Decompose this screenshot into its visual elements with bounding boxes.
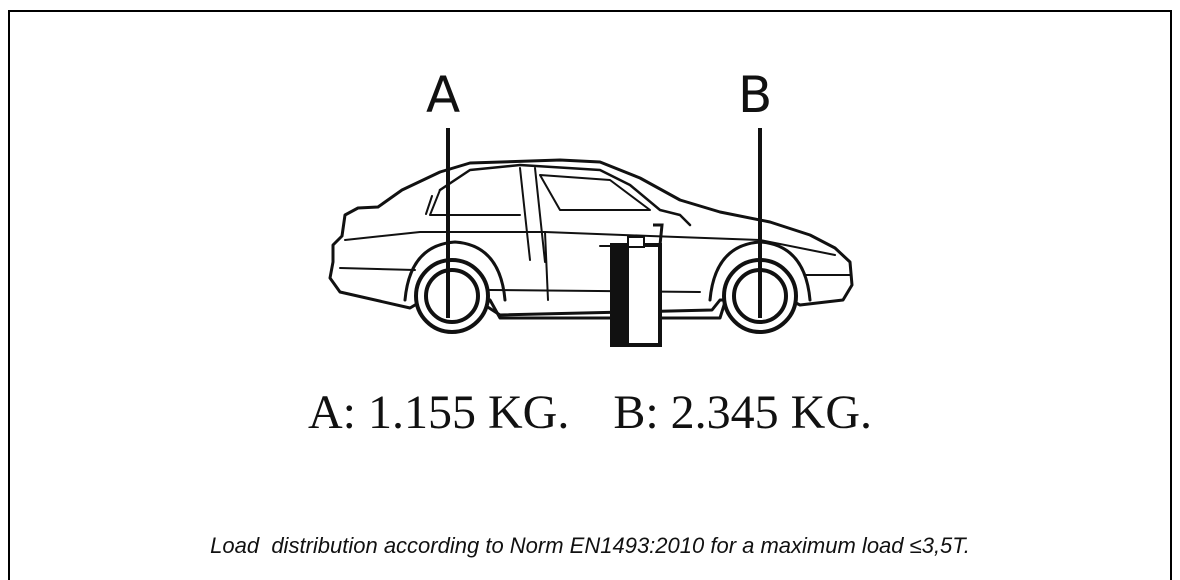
weight-a: A: 1.155 KG. (307, 386, 570, 439)
weights-row: A: 1.155 KG. B: 2.345 KG. (0, 385, 1180, 440)
car-roof (438, 163, 692, 227)
point-label-b: B (738, 66, 773, 124)
car-side-trim (339, 267, 851, 293)
lift-column (610, 223, 664, 347)
weight-b: B: 2.345 KG. (613, 386, 872, 439)
car-rear-window (425, 174, 651, 215)
front-wheel-arch (403, 240, 507, 302)
point-label-a: A (426, 66, 461, 124)
car-on-lift-illustration (328, 128, 854, 347)
car-window-line (429, 167, 546, 263)
norm-caption: Load distribution according to Norm EN14… (210, 533, 970, 558)
wheel-a (414, 258, 490, 334)
diagram-frame (8, 10, 1172, 580)
